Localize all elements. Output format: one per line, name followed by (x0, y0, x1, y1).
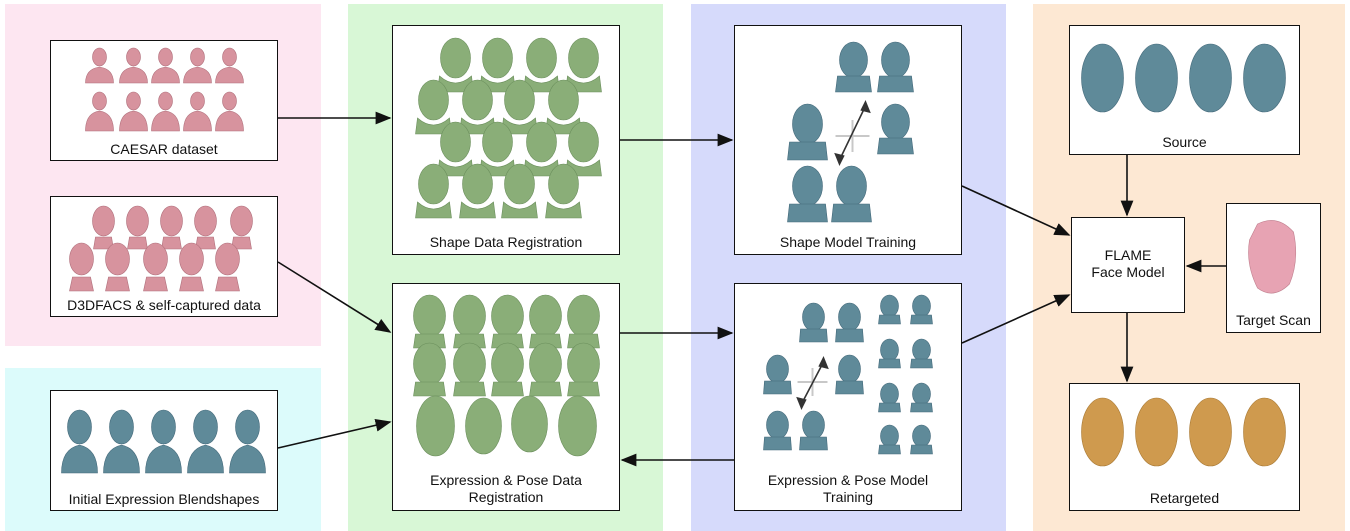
source-heads-image (1081, 43, 1286, 113)
expression-training-box: Expression & Pose Model Training (734, 283, 962, 511)
expression-training-heads-image (763, 294, 933, 455)
expression-training-label: Expression & Pose Model Training (767, 472, 929, 505)
caesar-dataset-box: CAESAR dataset (50, 40, 278, 161)
d3dfacs-heads-image (69, 205, 253, 292)
target-scan-box: Target Scan (1226, 203, 1321, 333)
d3dfacs-label: D3DFACS & self-captured data (67, 297, 261, 313)
initial-blendshapes-label: Initial Expression Blendshapes (68, 491, 260, 507)
shape-training-heads-image (787, 41, 914, 223)
target-scan-head-image (1248, 220, 1297, 294)
shape-training-label: Shape Model Training (779, 234, 917, 250)
blendshape-heads-image (61, 409, 266, 474)
flame-model-label: FLAME Face Model (1091, 247, 1165, 280)
retargeted-heads-image (1081, 397, 1286, 467)
target-scan-label: Target Scan (1236, 312, 1311, 328)
shape-registration-label: Shape Data Registration (429, 234, 583, 250)
shape-registration-heads-image (415, 37, 602, 219)
source-box: Source (1069, 25, 1300, 155)
shape-registration-box: Shape Data Registration (392, 25, 620, 255)
source-label: Source (1162, 134, 1207, 150)
flame-model-box: FLAME Face Model (1071, 217, 1185, 313)
initial-blendshapes-box: Initial Expression Blendshapes (50, 390, 278, 511)
d3dfacs-box: D3DFACS & self-captured data (50, 196, 278, 317)
expression-registration-label: Expression & Pose Data Registration (430, 472, 582, 505)
expression-registration-box: Expression & Pose Data Registration (392, 283, 620, 511)
shape-training-box: Shape Model Training (734, 25, 962, 255)
retargeted-box: Retargeted (1069, 383, 1300, 511)
expression-registration-heads-image (413, 294, 600, 457)
caesar-heads-image (85, 47, 244, 132)
caesar-dataset-label: CAESAR dataset (110, 141, 218, 157)
retargeted-label: Retargeted (1149, 490, 1220, 506)
